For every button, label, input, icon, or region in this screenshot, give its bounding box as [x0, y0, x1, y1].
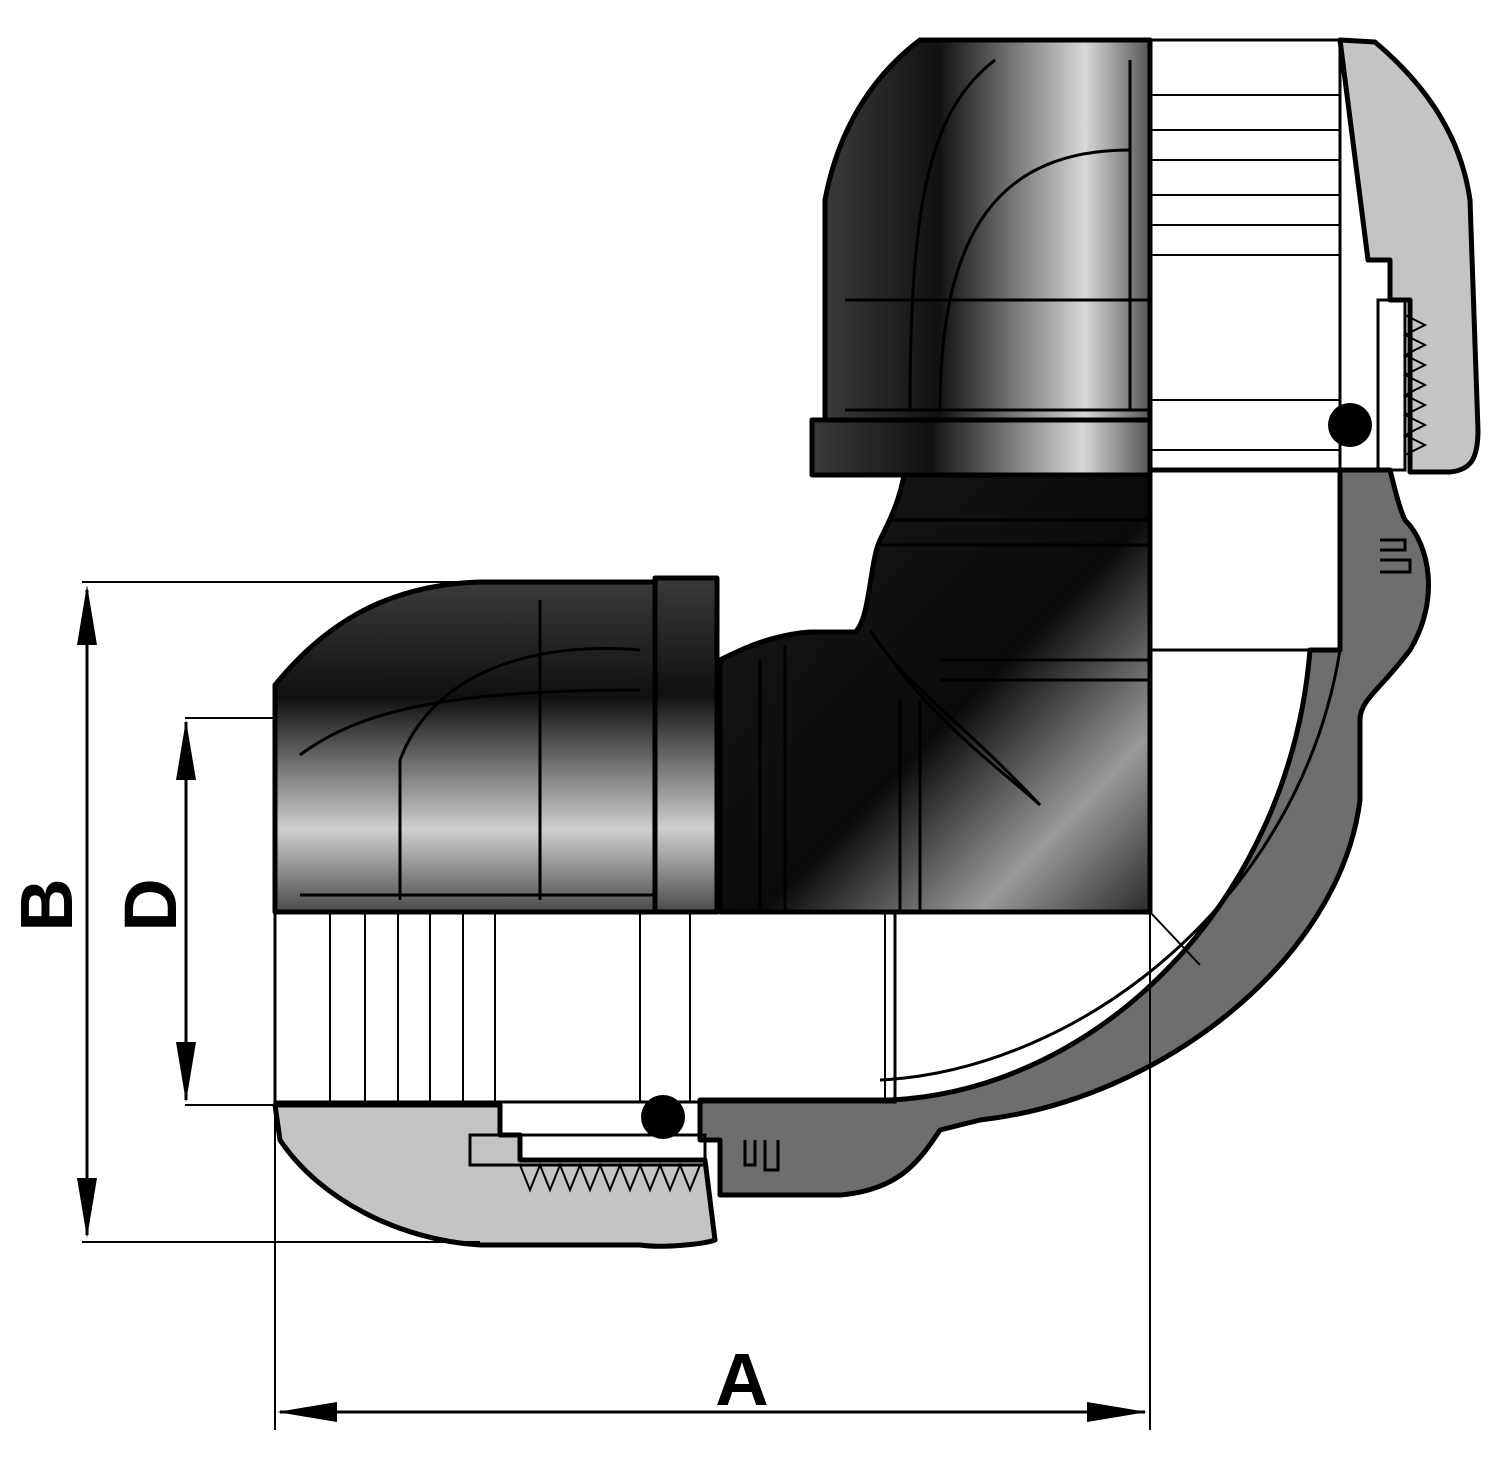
- dimension-a-arrow-right: [1087, 1402, 1147, 1422]
- dimension-d-label: D: [109, 878, 192, 931]
- horizontal-bore: [273, 910, 897, 1104]
- top-nut: [809, 37, 1153, 478]
- vertical-bore: [1148, 38, 1342, 652]
- dimension-b-arrow-top: [77, 585, 97, 645]
- top-nut-section: [1328, 37, 1481, 475]
- elbow-body: [717, 467, 1201, 966]
- dimension-b-arrow-bottom: [77, 1178, 97, 1238]
- left-nut: [272, 575, 720, 915]
- dimension-a-arrow-left: [277, 1402, 337, 1422]
- dimension-d-arrow-top: [176, 720, 196, 780]
- dimension-a-label: A: [715, 1338, 768, 1421]
- dimension-b-label: B: [5, 878, 88, 931]
- dimension-d-arrow-bottom: [176, 1042, 196, 1102]
- dimension-lines: [77, 581, 1151, 1430]
- bottom-o-ring: [641, 1095, 685, 1139]
- elbow-body-section: [697, 467, 1431, 1198]
- top-o-ring: [1328, 403, 1372, 447]
- bottom-nut-section: [272, 1095, 718, 1249]
